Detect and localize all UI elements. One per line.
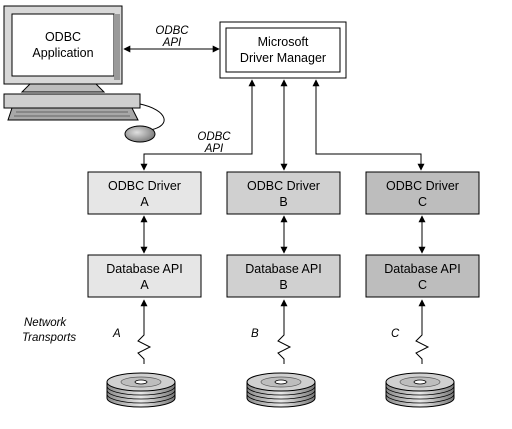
database-api-a-label-line1: Database API <box>106 262 182 276</box>
network-transports-label-line1: Network <box>24 317 67 329</box>
odbc-driver-c-label-line1: ODBC Driver <box>386 179 459 193</box>
odbc-driver-b-label-line1: ODBC Driver <box>247 179 320 193</box>
manager-driver-a-arrow <box>140 79 256 171</box>
database-a-icon <box>106 372 176 408</box>
mouse-icon <box>124 125 156 143</box>
manager-driver-link-label-line2: API <box>204 143 224 155</box>
odbc-driver-b-box <box>226 171 341 215</box>
database-api-c-label-line2: C <box>418 278 427 292</box>
driver-manager-box <box>219 21 347 79</box>
odbc-driver-c-box <box>365 171 480 215</box>
odbc-driver-a-label-line1: ODBC Driver <box>108 179 181 193</box>
database-api-b-box <box>226 254 341 298</box>
network-transports-label-line2: Transports <box>22 332 76 344</box>
odbc-driver-c-label-line2: C <box>418 195 427 209</box>
manager-driver-c-arrow <box>312 79 425 171</box>
odbc-driver-a-box <box>87 171 202 215</box>
computer-icon <box>3 5 165 143</box>
network-link-a <box>137 299 152 364</box>
network-link-c <box>415 299 430 364</box>
database-api-c-box <box>365 254 480 298</box>
database-api-b-label-line2: B <box>279 278 287 292</box>
transport-c-label: C <box>391 328 400 340</box>
network-link-b <box>277 299 292 364</box>
app-manager-link-label-line1: ODBC <box>155 25 189 37</box>
driver-manager-label-line1: Microsoft <box>258 35 309 49</box>
database-api-a-box <box>87 254 202 298</box>
database-api-a-label-line2: A <box>140 278 149 292</box>
manager-driver-link-label-line1: ODBC <box>197 131 231 143</box>
application-label-line2: Application <box>32 46 93 60</box>
database-c-icon <box>385 372 455 408</box>
driver-manager-label-line2: Driver Manager <box>240 51 326 65</box>
app-manager-link-label-line2: API <box>162 37 182 49</box>
odbc-driver-b-label-line2: B <box>279 195 287 209</box>
database-b-icon <box>246 372 316 408</box>
transport-a-label: A <box>112 328 121 340</box>
transport-b-label: B <box>251 328 259 340</box>
odbc-driver-a-label-line2: A <box>140 195 149 209</box>
database-api-b-label-line1: Database API <box>245 262 321 276</box>
application-label-line1: ODBC <box>45 30 81 44</box>
database-api-c-label-line1: Database API <box>384 262 460 276</box>
